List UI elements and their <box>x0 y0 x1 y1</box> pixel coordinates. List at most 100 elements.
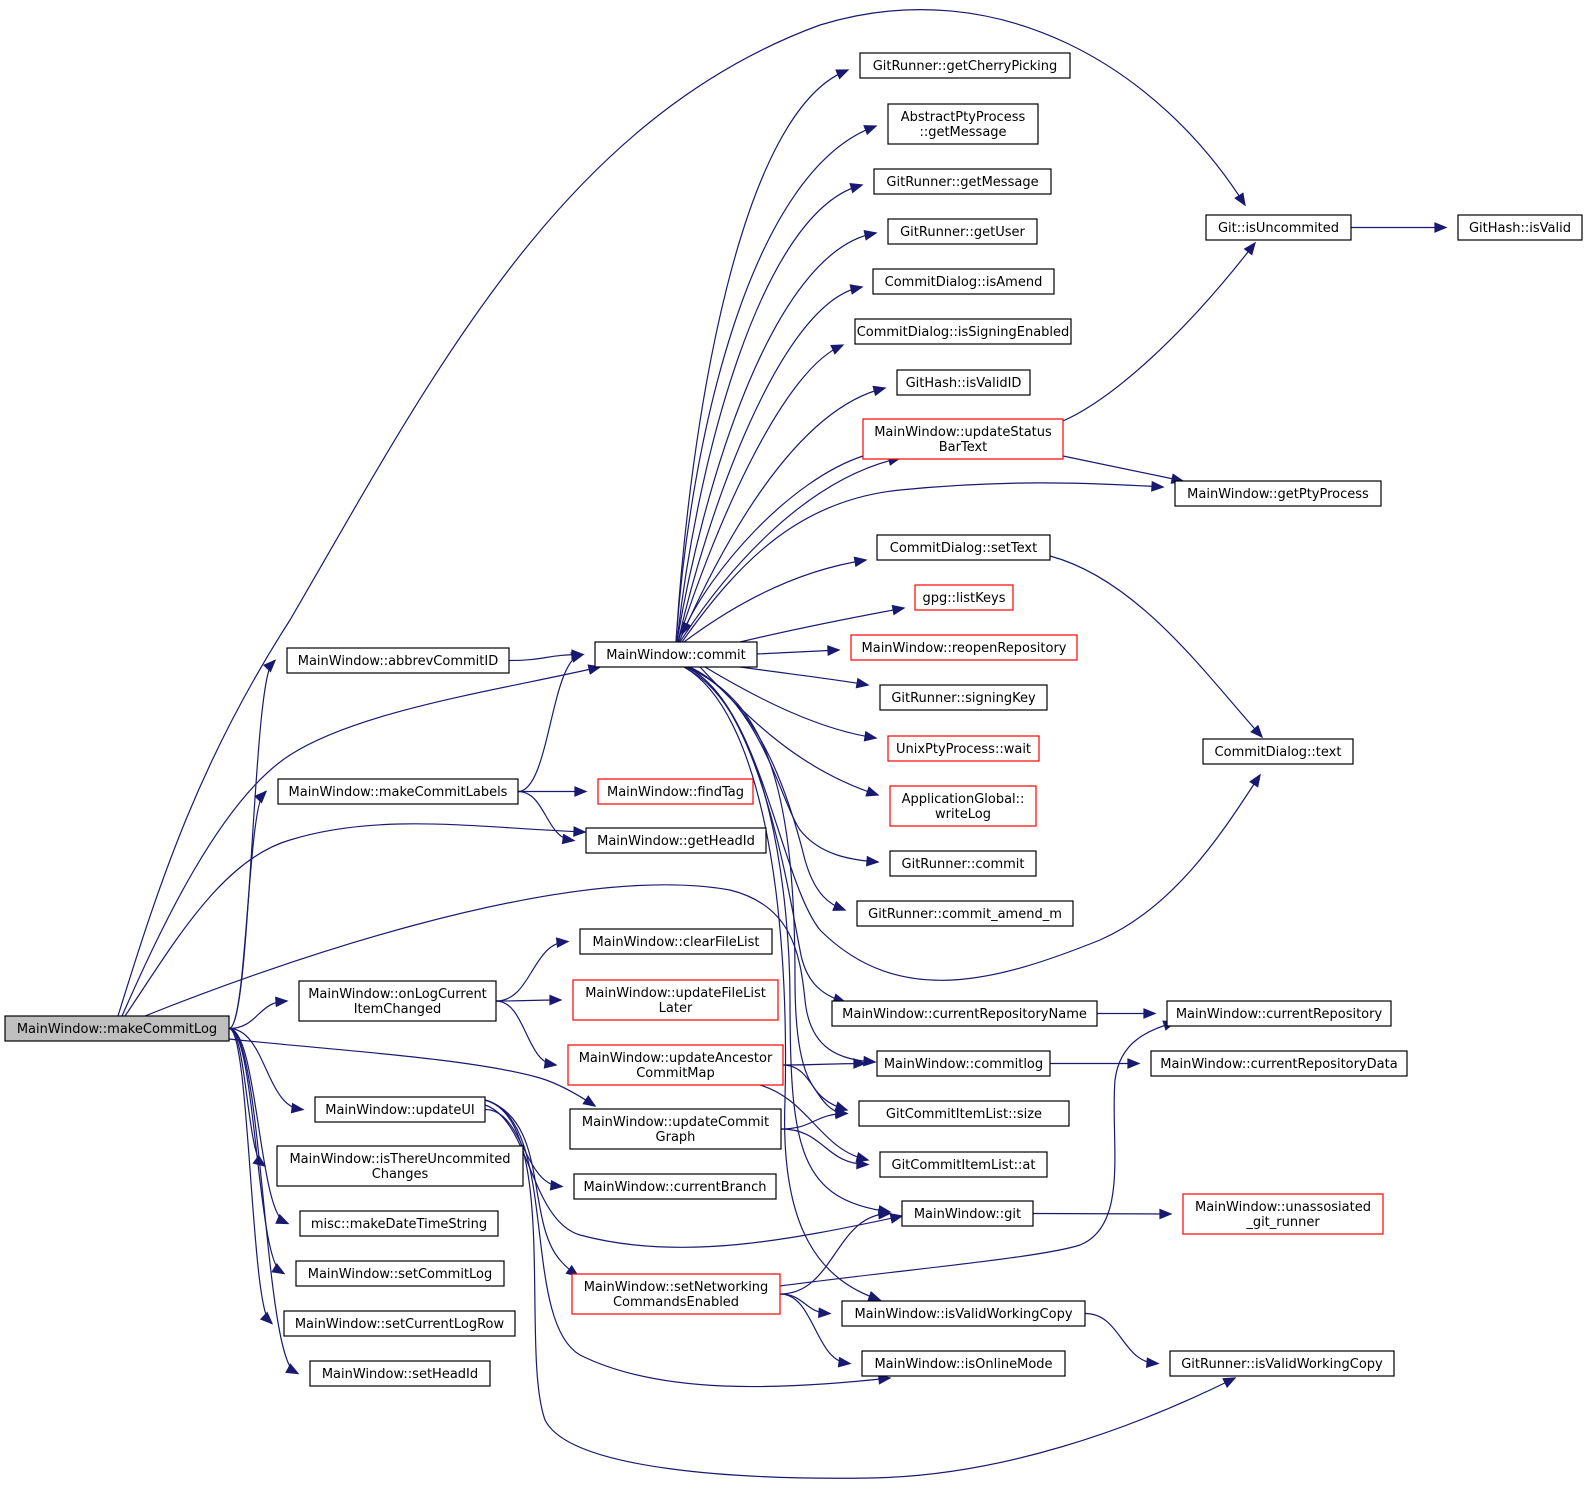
arrowhead <box>271 1262 286 1275</box>
function-node-currentRepository[interactable]: MainWindow::currentRepository <box>1166 1000 1392 1027</box>
function-node-wait[interactable]: UnixPtyProcess::wait <box>887 735 1040 762</box>
arrowhead <box>878 1208 892 1220</box>
call-edge-setText-to-dialogText <box>1049 555 1264 739</box>
function-node-makeDateTimeString[interactable]: misc::makeDateTimeString <box>299 1210 499 1237</box>
call-edge-commitlog-to-currentRepositoryData <box>1049 1058 1141 1069</box>
function-node-reopenRepository[interactable]: MainWindow::reopenRepository <box>850 634 1078 661</box>
call-edge-makeCommitLog-to-setCurrentLogRow <box>228 1027 274 1325</box>
function-node-isUncommited[interactable]: Git::isUncommited <box>1205 214 1352 241</box>
node-label: Graph <box>656 1130 696 1145</box>
arrowhead <box>1151 480 1165 492</box>
function-node-abbrevCommitID[interactable]: MainWindow::abbrevCommitID <box>286 647 510 674</box>
function-node-gitGetMessage[interactable]: GitRunner::getMessage <box>873 168 1052 195</box>
function-node-makeCommitLabels[interactable]: MainWindow::makeCommitLabels <box>277 778 519 805</box>
arrowhead <box>835 69 850 80</box>
arrowhead <box>853 556 868 568</box>
arrowhead <box>832 900 847 911</box>
function-node-setCurrentLogRow[interactable]: MainWindow::setCurrentLogRow <box>283 1310 516 1337</box>
call-edge-onLogCurrentItemChanged-to-updateAncestorCommitMap <box>495 1000 558 1069</box>
arrowhead <box>263 659 277 673</box>
node-box <box>597 778 754 805</box>
call-edge-commit-to-wait <box>704 666 878 742</box>
function-node-setHeadId[interactable]: MainWindow::setHeadId <box>309 1360 491 1387</box>
function-node-isAmend[interactable]: CommitDialog::isAmend <box>872 268 1055 295</box>
call-edge-updateCommitGraph-to-listAt <box>780 1128 870 1170</box>
function-node-currentRepositoryData[interactable]: MainWindow::currentRepositoryData <box>1150 1050 1408 1077</box>
node-box <box>889 850 1037 877</box>
node-label: MainWindow::currentRepositoryData <box>1160 1057 1397 1072</box>
function-node-isValid[interactable]: GitHash::isValid <box>1457 214 1583 241</box>
function-node-writeLog[interactable]: ApplicationGlobal::writeLog <box>889 785 1037 827</box>
function-node-setText[interactable]: CommitDialog::setText <box>876 534 1051 561</box>
function-node-currentRepositoryName[interactable]: MainWindow::currentRepositoryName <box>831 1000 1098 1027</box>
call-edge-makeCommitLog-to-isUncommited <box>117 9 1246 1017</box>
call-edge-currentRepositoryName-to-currentRepository <box>1096 1008 1157 1019</box>
node-box <box>841 1300 1086 1327</box>
arrowhead <box>855 677 870 689</box>
node-box <box>831 1000 1098 1027</box>
function-node-isOnlineMode[interactable]: MainWindow::isOnlineMode <box>861 1350 1066 1377</box>
function-node-clearFileList[interactable]: MainWindow::clearFileList <box>579 928 773 955</box>
node-label: MainWindow::setHeadId <box>322 1367 478 1382</box>
function-node-git[interactable]: MainWindow::git <box>901 1200 1034 1227</box>
node-box <box>594 641 758 668</box>
function-node-updateUI[interactable]: MainWindow::updateUI <box>314 1096 486 1123</box>
function-node-listSize[interactable]: GitCommitItemList::size <box>858 1100 1070 1127</box>
node-box <box>1457 214 1583 241</box>
call-edge-updateStatusBarText-to-commit <box>681 455 864 636</box>
function-node-getCherryPicking[interactable]: GitRunner::getCherryPicking <box>859 52 1071 79</box>
function-node-findTag[interactable]: MainWindow::findTag <box>597 778 754 805</box>
node-box <box>862 418 1064 460</box>
arrowhead <box>830 344 845 355</box>
node-box <box>1202 738 1354 765</box>
function-node-setCommitLog[interactable]: MainWindow::setCommitLog <box>295 1260 505 1287</box>
node-label: ItemChanged <box>354 1002 442 1017</box>
arrowhead <box>574 786 588 797</box>
function-node-makeCommitLog[interactable]: MainWindow::makeCommitLog <box>4 1015 230 1042</box>
arrowhead <box>254 790 268 804</box>
function-node-signingKey[interactable]: GitRunner::signingKey <box>879 684 1048 711</box>
node-label: MainWindow::git <box>914 1207 1021 1222</box>
node-box <box>4 1015 230 1042</box>
arrowhead <box>1146 1357 1160 1368</box>
node-box <box>850 634 1078 661</box>
node-label: ::getMessage <box>919 125 1006 140</box>
function-node-listAt[interactable]: GitCommitItemList::at <box>879 1151 1048 1178</box>
function-node-currentBranch[interactable]: MainWindow::currentBranch <box>573 1173 777 1200</box>
node-label: GitCommitItemList::size <box>886 1107 1042 1122</box>
call-edge-commit-to-isValidID <box>678 385 887 643</box>
function-node-commit[interactable]: MainWindow::commit <box>594 641 758 668</box>
call-edge-onLogCurrentItemChanged-to-updateFileListLater <box>495 994 563 1006</box>
arrowhead <box>865 786 880 797</box>
function-node-isSigningEnabled[interactable]: CommitDialog::isSigningEnabled <box>854 318 1072 345</box>
node-box <box>914 584 1014 611</box>
function-node-listKeys[interactable]: gpg::listKeys <box>914 584 1014 611</box>
function-node-getHeadId[interactable]: MainWindow::getHeadId <box>585 827 767 854</box>
node-label: UnixPtyProcess::wait <box>896 742 1031 757</box>
function-node-ptyGetMessage[interactable]: AbstractPtyProcess::getMessage <box>887 103 1039 145</box>
call-edge-commit-to-ptyGetMessage <box>675 125 878 643</box>
node-label: GitRunner::signingKey <box>891 691 1036 706</box>
function-node-commitlog[interactable]: MainWindow::commitlog <box>876 1050 1051 1077</box>
node-label: MainWindow::onLogCurrent <box>308 987 487 1002</box>
function-node-grIsValidWorkingCopy[interactable]: GitRunner::isValidWorkingCopy <box>1169 1350 1395 1377</box>
function-node-getPtyProcess[interactable]: MainWindow::getPtyProcess <box>1174 480 1382 507</box>
node-box <box>276 1145 524 1187</box>
function-node-getUser[interactable]: GitRunner::getUser <box>887 218 1038 245</box>
node-box <box>309 1360 491 1387</box>
arrowhead <box>855 1151 870 1163</box>
function-node-dialogText[interactable]: CommitDialog::text <box>1202 738 1354 765</box>
function-node-unassosiatedGitRunner[interactable]: MainWindow::unassosiated_git_runner <box>1182 1193 1384 1235</box>
function-node-gitCommit[interactable]: GitRunner::commit <box>889 850 1037 877</box>
function-node-isValidID[interactable]: GitHash::isValidID <box>896 369 1031 396</box>
arrowhead <box>867 1291 882 1302</box>
function-node-commitAmendM[interactable]: GitRunner::commit_amend_m <box>856 900 1074 927</box>
function-node-mwIsValidWorkingCopy[interactable]: MainWindow::isValidWorkingCopy <box>841 1300 1086 1327</box>
